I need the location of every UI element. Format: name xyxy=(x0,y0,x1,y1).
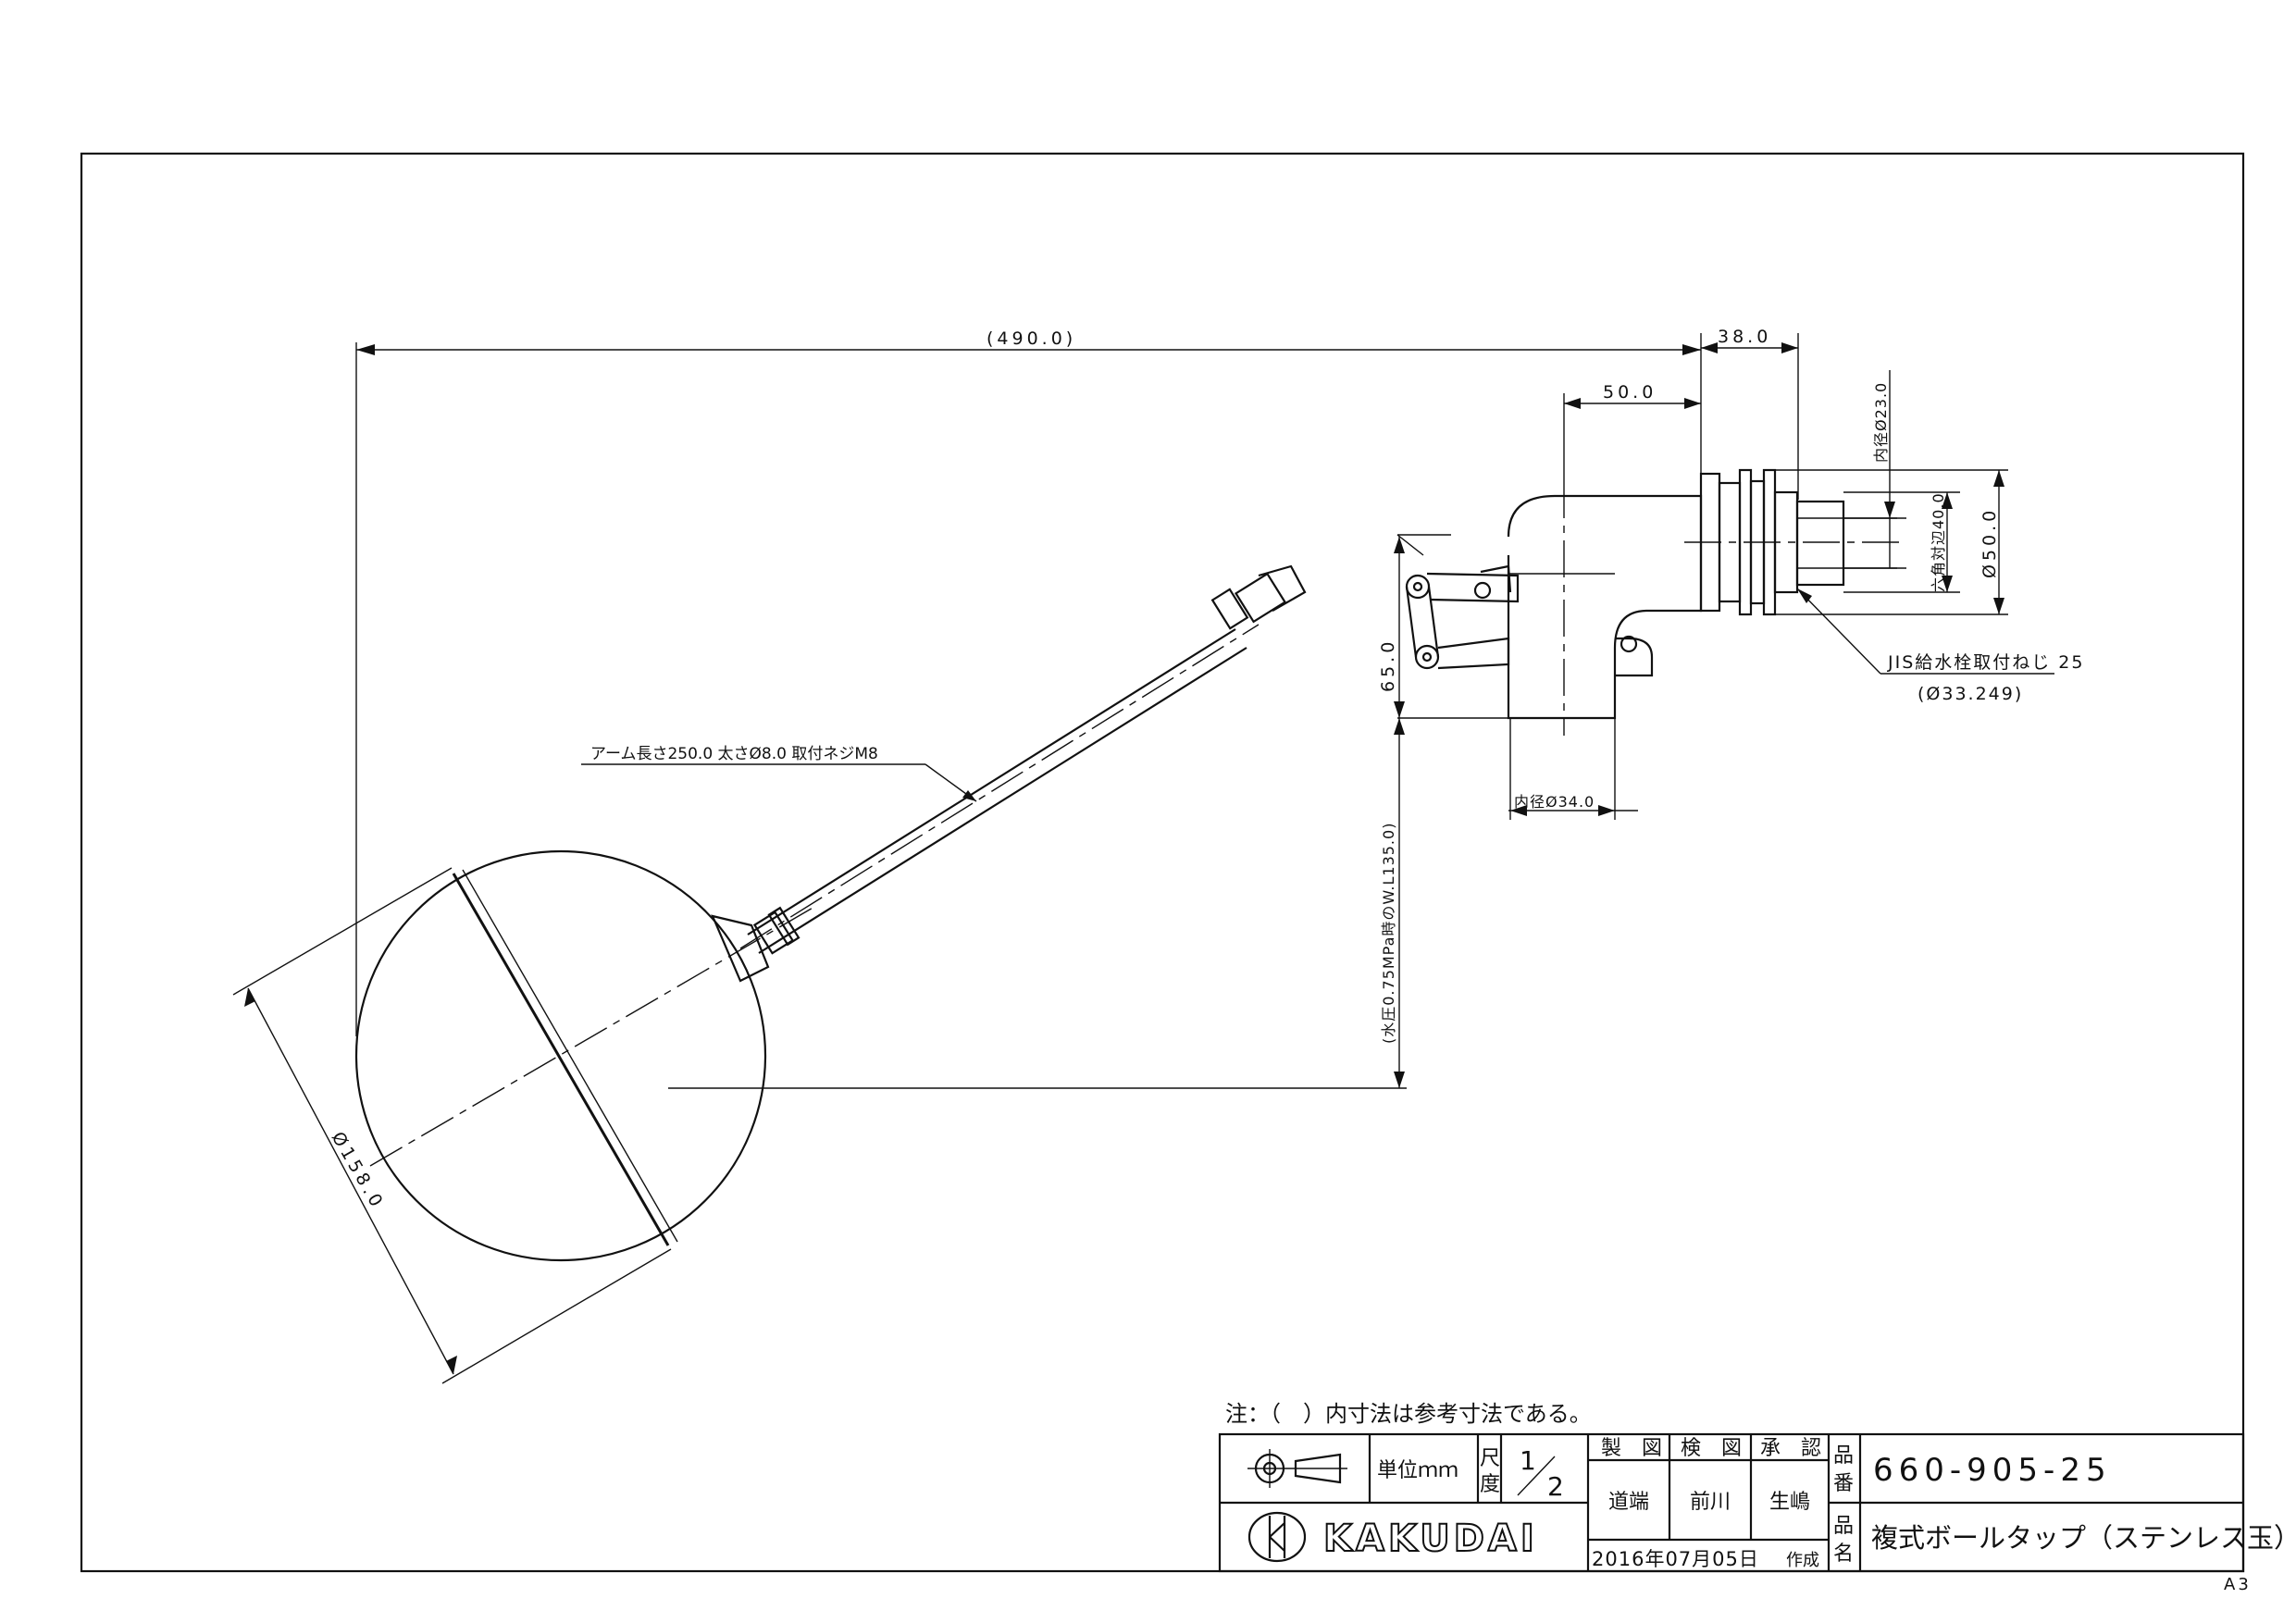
part-number: 660-905-25 xyxy=(1873,1452,2112,1489)
svg-text:内径Ø34.0: 内径Ø34.0 xyxy=(1514,793,1595,811)
outlet-drop-dimension: 65.0 xyxy=(1378,534,1508,719)
svg-text:(水圧0.75MPa時のW.L135.0): (水圧0.75MPa時のW.L135.0) xyxy=(1380,823,1397,1044)
unit-label: 単位ｍｍ xyxy=(1377,1459,1458,1482)
ball-diameter-dimension: Ø158.0 xyxy=(232,867,672,1384)
hex-across-flats-dimension: 六角対辺40.0 xyxy=(1843,491,1960,593)
drawn-label: 製 図 xyxy=(1601,1437,1662,1460)
svg-text:KAKUDAI: KAKUDAI xyxy=(1323,1518,1538,1560)
paper-size: A3 xyxy=(2224,1575,2252,1594)
part-name-label-1: 品 xyxy=(1833,1515,1854,1538)
creation-date-suffix: 作成 xyxy=(1786,1551,1819,1570)
thread-spec-leader: JIS給水栓取付ねじ 25 (Ø33.249) xyxy=(1796,588,2084,704)
svg-text:50.0: 50.0 xyxy=(1603,382,1657,403)
checked-by: 前川 xyxy=(1690,1491,1731,1514)
approved-by: 生嶋 xyxy=(1769,1491,1810,1514)
inlet-inner-diameter-dimension: 内径Ø23.0 xyxy=(1843,370,1906,569)
flange-diameter-dimension: Ø50.0 xyxy=(1764,469,2008,615)
svg-text:六角対辺40.0: 六角対辺40.0 xyxy=(1930,492,1947,592)
outlet-inner-diameter-dimension: 内径Ø34.0 xyxy=(1508,718,1638,820)
float-arm xyxy=(739,564,1307,955)
part-name-label-2: 名 xyxy=(1833,1542,1854,1566)
scale-denominator: 2 xyxy=(1547,1471,1564,1502)
svg-text:JIS給水栓取付ねじ 25: JIS給水栓取付ねじ 25 xyxy=(1887,652,2084,673)
drawn-by: 道端 xyxy=(1608,1491,1649,1514)
svg-text:65.0: 65.0 xyxy=(1378,638,1398,692)
overall-length-dimension: (490.0) xyxy=(355,328,1701,1036)
scale-label-2: 度 xyxy=(1480,1473,1500,1496)
reference-note: 注：（ ）内寸法は参考寸法である。 xyxy=(1225,1401,1592,1427)
inlet-length-dimension: 38.0 xyxy=(1700,327,1799,500)
scale-label-1: 尺 xyxy=(1480,1447,1500,1470)
drawing-border xyxy=(80,152,2245,1573)
waterline-dimension: (水圧0.75MPa時のW.L135.0) xyxy=(668,718,1407,1089)
ball-float xyxy=(354,849,815,1262)
body-offset-dimension: 50.0 xyxy=(1563,382,1701,481)
svg-text:(490.0): (490.0) xyxy=(987,328,1076,349)
approved-label: 承 認 xyxy=(1760,1437,1821,1460)
svg-text:アーム長さ250.0 太さØ8.0 取付ネジM8: アーム長さ250.0 太さØ8.0 取付ネジM8 xyxy=(590,745,878,763)
company-logo: KAKUDAI xyxy=(1247,1511,1538,1563)
part-no-label-1: 品 xyxy=(1833,1444,1854,1468)
creation-date: 2016年07月05日 xyxy=(1592,1548,1759,1570)
checked-label: 検 図 xyxy=(1681,1437,1742,1460)
part-no-label-2: 番 xyxy=(1833,1472,1854,1495)
valve-body xyxy=(1405,468,1906,736)
svg-text:内径Ø23.0: 内径Ø23.0 xyxy=(1872,382,1890,463)
projection-symbol-icon xyxy=(1247,1449,1347,1488)
svg-text:Ø158.0: Ø158.0 xyxy=(328,1129,389,1214)
part-name: 複式ボールタップ（ステンレス玉） xyxy=(1871,1522,2296,1554)
svg-text:38.0: 38.0 xyxy=(1718,327,1771,347)
title-block: 単位ｍｍ 尺 度 1 2 製 図 検 図 承 認 道端 前川 生嶋 品 番 66… xyxy=(1218,1432,2296,1573)
scale-numerator: 1 xyxy=(1520,1445,1536,1476)
svg-text:(Ø33.249): (Ø33.249) xyxy=(1917,684,2023,704)
svg-text:Ø50.0: Ø50.0 xyxy=(1980,507,2000,578)
arm-spec-leader: アーム長さ250.0 太さØ8.0 取付ネジM8 xyxy=(581,745,977,802)
